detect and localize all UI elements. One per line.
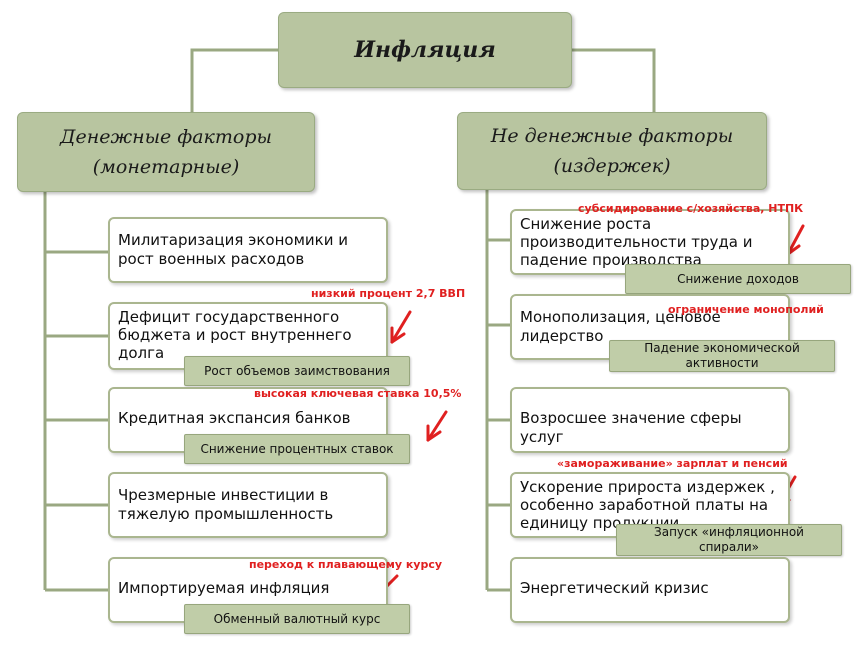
- factor-line: Возросшее значение сферы услуг: [520, 409, 742, 446]
- factor-line: Монополизация, ценовое: [520, 308, 721, 326]
- sub-label: Снижение доходов: [677, 271, 799, 286]
- sub-label: спирали»: [698, 540, 760, 554]
- arrow-icon: [786, 224, 805, 256]
- note-subsidies: субсидирование с/хозяйства, НТПК: [578, 202, 804, 215]
- arrow-icon: [390, 310, 412, 344]
- factor-line: Милитаризация экономики и: [118, 231, 348, 249]
- sub-label: Обменный валютный курс: [213, 611, 381, 626]
- factor-line: особенно заработной платы на: [520, 496, 769, 514]
- sub-box-borrowing: Рост объемов заимствования: [184, 356, 410, 386]
- sub-label: активности: [685, 356, 759, 370]
- header-line: (издержек): [553, 155, 671, 177]
- header-line: (монетарные): [92, 156, 240, 178]
- sub-box-interest-rates: Снижение процентных ставок: [184, 434, 410, 464]
- note-floating-rate: переход к плавающему курсу: [249, 558, 443, 571]
- factor-line: Импортируемая инфляция: [118, 579, 330, 597]
- sub-box-income-decline: Снижение доходов: [625, 264, 851, 294]
- factor-line: тяжелую промышленность: [118, 505, 334, 523]
- sub-label: Рост объемов заимствования: [204, 363, 390, 378]
- factor-line: Ускорение прироста издержек ,: [520, 478, 775, 496]
- arrow-icon: [426, 410, 448, 442]
- factor-box-militarization: Милитаризация экономики и рост военных р…: [108, 217, 388, 283]
- factor-line: долга: [118, 344, 165, 362]
- title-box: Инфляция: [278, 12, 572, 88]
- header-line: Денежные факторы: [60, 126, 272, 148]
- factor-line: Кредитная экспансия банков: [118, 409, 351, 427]
- factor-box-services: Возросшее значение сферы услуг: [510, 387, 790, 453]
- note-key-rate: высокая ключевая ставка 10,5%: [254, 387, 462, 400]
- factor-line: бюджета и рост внутреннего: [118, 326, 352, 344]
- page-title: Инфляция: [354, 37, 496, 63]
- sub-label: Падение экономической: [644, 341, 800, 355]
- factor-line: Дефицит государственного: [118, 308, 340, 326]
- factor-line: лидерство: [520, 327, 604, 345]
- sub-label: Снижение процентных ставок: [200, 441, 394, 456]
- sub-box-economic-activity: Падение экономической активности: [609, 340, 835, 372]
- non-monetary-factors-header: Не денежные факторы (издержек): [457, 112, 767, 190]
- monetary-factors-header: Денежные факторы (монетарные): [17, 112, 315, 192]
- note-freeze: «замораживание» зарплат и пенсий: [557, 457, 788, 470]
- factor-box-energy-crisis: Энергетический кризис: [510, 557, 790, 623]
- header-line: Не денежные факторы: [490, 125, 734, 147]
- factor-line: Снижение роста: [520, 215, 652, 233]
- sub-box-spiral: Запуск «инфляционной спирали»: [616, 524, 842, 556]
- sub-box-exchange-rate: Обменный валютный курс: [184, 604, 410, 634]
- factor-line: Энергетический кризис: [520, 579, 709, 597]
- factor-line: рост военных расходов: [118, 250, 305, 268]
- sub-label: Запуск «инфляционной: [654, 525, 804, 539]
- factor-line: производительности труда и: [520, 233, 753, 251]
- factor-box-heavy-industry: Чрезмерные инвестиции в тяжелую промышле…: [108, 472, 388, 538]
- factor-line: Чрезмерные инвестиции в: [118, 486, 329, 504]
- note-monopoly-limits: ограничение монополий: [668, 303, 824, 316]
- note-low-percent: низкий процент 2,7 ВВП: [311, 287, 466, 300]
